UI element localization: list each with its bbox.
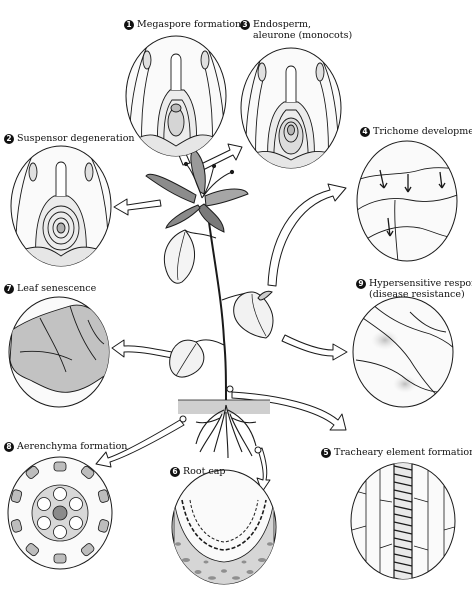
inset-endosperm xyxy=(241,48,341,175)
arrow-to-suspensor xyxy=(114,199,161,215)
right-leaf xyxy=(234,292,273,338)
label-text: Trichome development xyxy=(373,126,472,137)
label-text: Suspensor degeneration xyxy=(17,133,135,144)
inset-hypersensitive xyxy=(353,297,456,407)
inset-leaf-senescence xyxy=(9,297,110,407)
label-text: Endosperm, xyxy=(253,19,311,30)
step-number-badge: 1 xyxy=(124,20,134,30)
arrow-to-hypersensitive xyxy=(282,335,347,360)
label-text-line2: aleurone (monocots) xyxy=(240,30,352,41)
arrow-to-trichome xyxy=(268,184,346,286)
label-text: Hypersensitive response xyxy=(369,278,472,289)
step-number-badge: 4 xyxy=(360,127,370,137)
soil-band xyxy=(178,400,270,414)
step-number-badge: 7 xyxy=(4,284,14,294)
plant xyxy=(146,150,273,458)
inset-megaspore xyxy=(126,36,226,160)
upper-leaf xyxy=(164,230,194,283)
arrow-to-leaf-senescence xyxy=(112,340,172,358)
step-number-badge: 8 xyxy=(4,442,14,452)
label-text: Tracheary element formation xyxy=(334,447,472,458)
inset-root-cap xyxy=(172,470,276,589)
arrow-to-endosperm xyxy=(199,144,242,170)
label-text: Leaf senescence xyxy=(17,283,96,294)
label-text: Megaspore formation xyxy=(137,19,241,30)
step-number-badge: 2 xyxy=(4,134,14,144)
flower xyxy=(146,150,248,232)
label-text: Root cap xyxy=(183,466,226,477)
step-number-badge: 6 xyxy=(170,467,180,477)
inset-tracheary xyxy=(351,460,458,585)
label-text-line2: (disease resistance) xyxy=(356,289,472,300)
inset-trichome xyxy=(357,141,460,262)
label-text: Aerenchyma formation xyxy=(17,441,127,452)
step-number-badge: 5 xyxy=(321,448,331,458)
step-number-badge: 9 xyxy=(356,279,366,289)
step-number-badge: 3 xyxy=(240,20,250,30)
inset-suspensor xyxy=(11,146,111,270)
stem xyxy=(208,215,226,405)
inset-aerenchyma xyxy=(8,457,112,569)
